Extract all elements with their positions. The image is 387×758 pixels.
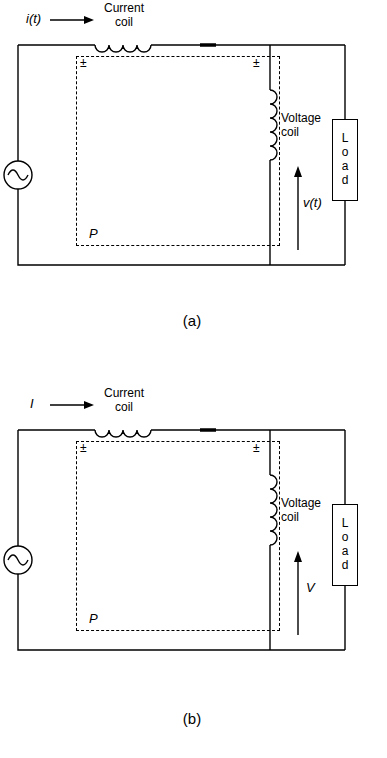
current-symbol: i(t) [26,12,50,27]
coil-name: Voltage coil [281,497,329,525]
current-symbol: I [30,397,54,412]
meter-boundary: P [76,441,280,631]
polarity-mark: ± [253,57,267,71]
coil-name: Current coil [96,2,152,30]
meter-name: P [89,611,98,626]
figure-caption: (b) [172,710,212,727]
voltage-symbol: V [306,581,332,596]
coil-name: Current coil [96,387,152,415]
figure-caption: (a) [172,312,212,329]
meter-name: P [89,226,98,241]
circuit-b [4,401,345,650]
load-box: Load [332,504,358,586]
circuit-a [4,16,345,265]
voltage-symbol: v(t) [303,196,329,211]
meter-boundary: P [76,56,280,246]
polarity-mark: ± [80,442,94,456]
polarity-mark: ± [253,442,267,456]
coil-name: Voltage coil [281,112,329,140]
load-label: Load [341,517,350,572]
polarity-mark: ± [80,57,94,71]
load-label: Load [341,132,350,187]
load-box: Load [332,119,358,201]
